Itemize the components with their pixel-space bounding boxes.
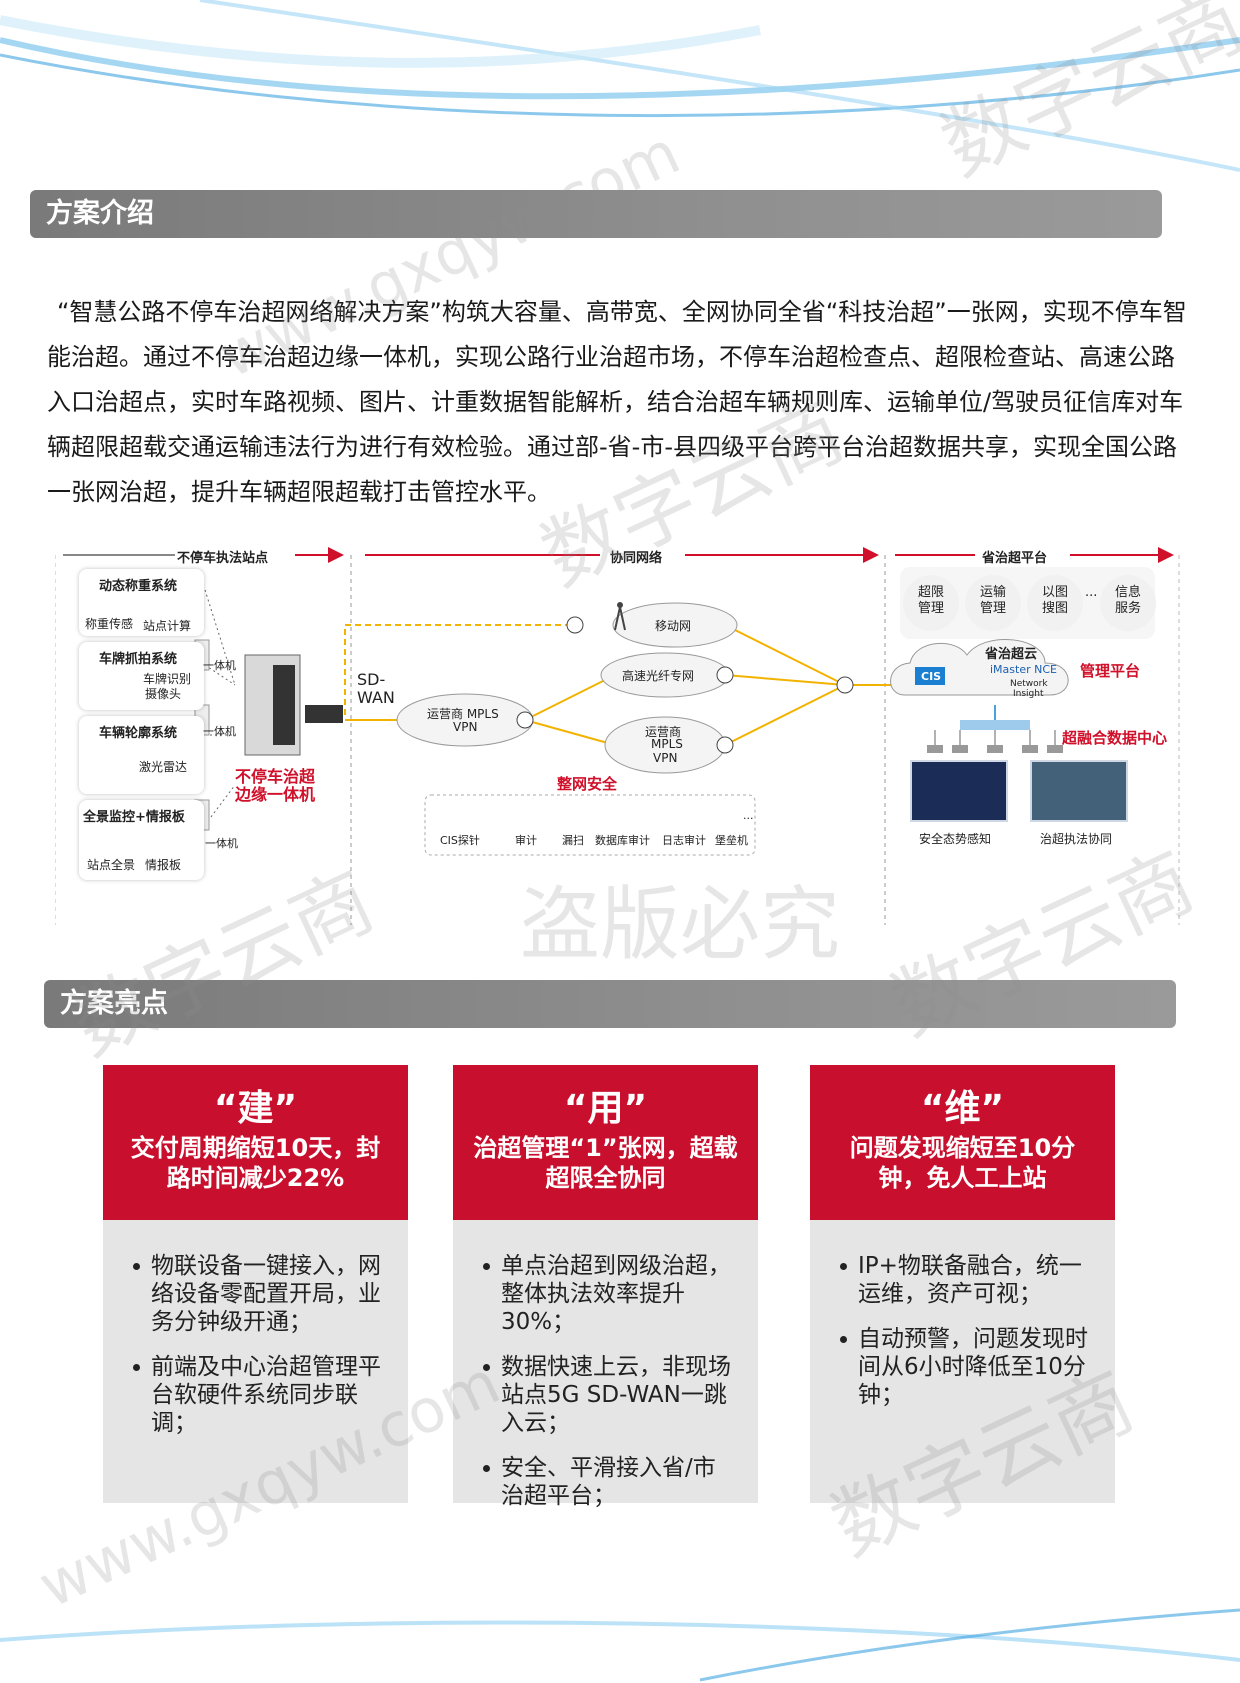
security-item: 漏扫: [562, 834, 584, 847]
card-header: “用” 治超管理“1”张网，超载超限全协同: [453, 1065, 758, 1220]
security-item: 数据库审计: [595, 834, 650, 847]
network-insight-label: Insight: [1013, 689, 1044, 699]
services-more: ...: [1085, 585, 1098, 600]
device-label: 一体机: [203, 725, 236, 738]
card-header: “建” 交付周期缩短10天，封路时间减少22%: [103, 1065, 408, 1220]
card-quote: “建”: [213, 1088, 298, 1129]
system-item: 激光雷达: [139, 760, 188, 774]
system-item: 称重传感: [85, 617, 134, 631]
edge-device-label: 不停车治超: [235, 767, 316, 786]
bottom-wave-decoration: [0, 1608, 1240, 1682]
cloud-mobile: 移动网: [655, 619, 692, 633]
system-item: 站点全景: [87, 858, 136, 872]
system-panorama: 全景监控+情报板 站点全景 情报板: [79, 800, 204, 880]
card-header: “维” 问题发现缩短至10分钟，免人工上站: [810, 1065, 1115, 1220]
security-title: 整网安全: [557, 775, 618, 793]
list-item: 前端及中心治超管理平台软硬件系统同步联调；: [133, 1353, 386, 1437]
sdwan-label: WAN: [357, 688, 395, 707]
screen-security: [910, 760, 1008, 822]
system-title: 动态称重系统: [99, 579, 178, 594]
cloud-mpls: 运营商 MPLS: [427, 707, 499, 721]
system-item: 站点计算: [143, 619, 192, 633]
top-wave-decoration: [0, 0, 1240, 172]
card-subtitle: 治超管理“1”张网，超载超限全协同: [473, 1134, 738, 1192]
service-image-search: 以图搜图: [1027, 575, 1083, 631]
card-list: IP+物联备融合，统一运维，资产可视； 自动预警，问题发现时间从6小时降低至10…: [810, 1220, 1115, 1409]
zone-title-network: 协同网络: [610, 551, 663, 566]
list-item: 单点治超到网级治超，整体执法效率提升30%；: [483, 1252, 736, 1336]
security-item: 审计: [515, 834, 537, 847]
system-weighing: 动态称重系统 称重传感 站点计算: [79, 569, 204, 636]
system-plate-capture: 车牌抓拍系统 车牌识别 摄像头: [79, 642, 204, 710]
screen-enforcement: [1030, 760, 1128, 822]
list-item: 物联设备一键接入，网络设备零配置开局，业务分钟级开通；: [133, 1252, 386, 1336]
cloud-title: 省治超云: [985, 647, 1038, 662]
cloud-mpls2: VPN: [653, 751, 678, 765]
service-overlimit: 超限管理: [903, 575, 959, 631]
architecture-diagram: 不停车执法站点 协同网络 省治超平台 动态称重系统 称重传感 站点计算 车牌抓拍…: [55, 545, 1185, 930]
cloud-mpls2: 运营商: [645, 725, 682, 739]
card-maintain: “维” 问题发现缩短至10分钟，免人工上站 IP+物联备融合，统一运维，资产可视…: [810, 1065, 1115, 1503]
sdwan-label: SD-: [357, 670, 386, 689]
card-quote: “用”: [563, 1088, 648, 1129]
security-item: CIS探针: [440, 834, 480, 847]
card-list: 单点治超到网级治超，整体执法效率提升30%； 数据快速上云，非现场站点5G SD…: [453, 1220, 758, 1510]
card-subtitle: 问题发现缩短至10分钟，免人工上站: [849, 1134, 1076, 1192]
list-item: 安全、平滑接入省/市治超平台；: [483, 1454, 736, 1510]
card-list: 物联设备一键接入，网络设备零配置开局，业务分钟级开通； 前端及中心治超管理平台软…: [103, 1220, 408, 1437]
section-title-highlights: 方案亮点: [44, 980, 1176, 1028]
system-item: 情报板: [145, 858, 182, 872]
edge-device-label: 边缘一体机: [235, 785, 316, 804]
security-item: ...: [743, 809, 754, 822]
zone-title-stations: 不停车执法站点: [177, 551, 269, 566]
diagram-lines: [55, 547, 1180, 925]
card-use: “用” 治超管理“1”张网，超载超限全协同 单点治超到网级治超，整体执法效率提升…: [453, 1065, 758, 1509]
imaster-label: iMaster NCE: [990, 663, 1057, 676]
list-item: 数据快速上云，非现场站点5G SD-WAN一跳入云；: [483, 1353, 736, 1437]
mgmt-platform-label: 管理平台: [1080, 662, 1141, 680]
service-transport: 运输管理: [965, 575, 1021, 631]
security-item: 堡垒机: [715, 834, 748, 847]
screen-label: 安全态势感知: [919, 832, 992, 846]
cloud-fiber: 高速光纤专网: [622, 669, 695, 683]
device-label: 一体机: [203, 659, 236, 672]
network-insight-label: Network: [1010, 679, 1048, 689]
cloud-mpls2: MPLS: [651, 737, 683, 751]
zone-title-platform: 省治超平台: [982, 551, 1048, 566]
card-build: “建” 交付周期缩短10天，封路时间减少22% 物联设备一键接入，网络设备零配置…: [103, 1065, 408, 1503]
card-quote: “维”: [920, 1088, 1005, 1129]
device-label: 一体机: [205, 837, 238, 850]
security-item: 日志审计: [662, 834, 706, 847]
system-vehicle-contour: 车辆轮廓系统 激光雷达: [79, 716, 204, 794]
datacenter-label: 超融合数据中心: [1062, 729, 1168, 747]
system-item: 车牌识别: [143, 672, 192, 686]
intro-paragraph: “智慧公路不停车治超网络解决方案”构筑大容量、高带宽、全网协同全省“科技治超”一…: [47, 298, 1187, 506]
list-item: 自动预警，问题发现时间从6小时降低至10分钟；: [840, 1325, 1093, 1409]
system-item: 摄像头: [145, 687, 182, 701]
system-title: 全景监控+情报板: [83, 810, 185, 825]
cloud-mpls: VPN: [453, 720, 478, 734]
list-item: IP+物联备融合，统一运维，资产可视；: [840, 1252, 1093, 1308]
service-info: 信息服务: [1100, 575, 1156, 631]
section-title-intro: 方案介绍: [30, 190, 1162, 238]
card-subtitle: 交付周期缩短10天，封路时间减少22%: [130, 1134, 381, 1192]
cis-label: CIS: [921, 670, 942, 683]
screen-label: 治超执法协同: [1040, 832, 1113, 846]
system-title: 车辆轮廓系统: [99, 726, 178, 741]
system-title: 车牌抓拍系统: [99, 652, 178, 667]
